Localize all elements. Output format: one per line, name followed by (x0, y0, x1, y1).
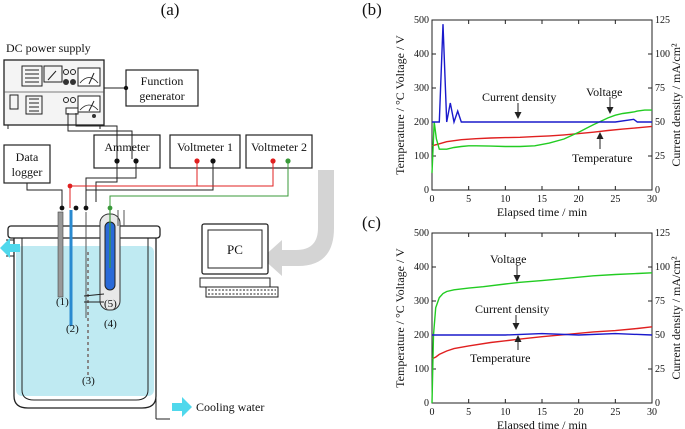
x-tick-label: 10 (500, 407, 510, 418)
data-flow-arrow (262, 170, 334, 276)
ammeter-label: Ammeter (104, 140, 149, 154)
y-left-tick-label: 400 (414, 262, 429, 273)
cooling-water-out-arrow (0, 238, 20, 258)
x-tick-label: 5 (466, 407, 471, 418)
y-left-tick-label: 0 (424, 398, 429, 409)
y-left-tick-label: 0 (424, 185, 429, 196)
x-tick-label: 10 (500, 194, 510, 205)
y-right-tick-label: 125 (655, 228, 670, 239)
x-tick-label: 25 (610, 194, 620, 205)
voltmeter-2-box (245, 134, 313, 169)
x-tick-label: 25 (610, 407, 620, 418)
y-right-tick-label: 0 (655, 185, 660, 196)
y-right-tick-label: 100 (655, 262, 670, 273)
y-left-tick-label: 100 (414, 151, 429, 162)
data-logger-label-line1: Data (16, 150, 39, 164)
x-tick-label: 5 (466, 194, 471, 205)
y-right-axis-label: Current density / mA/cm² (669, 43, 683, 167)
red-wires (69, 163, 274, 208)
data-logger-box (3, 144, 51, 184)
electrode-label-3: (3) (82, 375, 95, 387)
y-left-tick-label: 200 (414, 330, 429, 341)
series-current-density-line (432, 332, 653, 336)
cooling-water-in-arrow (172, 397, 192, 417)
black-wires (26, 113, 214, 210)
annotation-label: Voltage (490, 252, 526, 266)
electrode-label-1: (1) (56, 296, 69, 308)
data-logger-label-line2: logger (12, 165, 43, 179)
electrode-label-2: (2) (66, 323, 79, 335)
x-tick-label: 0 (430, 407, 435, 418)
y-right-axis-label: Current density / mA/cm² (669, 256, 683, 380)
cooling-water-label: Cooling water (196, 400, 264, 414)
function-generator-label-line1: Function (141, 74, 184, 88)
y-right-tick-label: 75 (655, 296, 665, 307)
x-tick-label: 15 (537, 194, 547, 205)
ammeter-box (93, 134, 161, 169)
dc-power-supply-label: DC power supply (6, 41, 91, 55)
annotation-label: Temperature (470, 351, 530, 365)
dc-power-supply (3, 59, 105, 129)
pc-label: PC (227, 242, 243, 257)
x-tick-label: 30 (647, 407, 657, 418)
y-right-tick-label: 100 (655, 49, 670, 60)
y-right-tick-label: 50 (655, 330, 665, 341)
y-left-axis-label: Temperature / °C Voltage / V (393, 248, 407, 388)
electrolytic-cell (6, 210, 170, 420)
y-left-tick-label: 100 (414, 364, 429, 375)
y-left-axis-label: Temperature / °C Voltage / V (393, 35, 407, 175)
electrode-label-5: (5) (104, 298, 117, 310)
y-left-tick-label: 500 (414, 15, 429, 26)
y-left-tick-label: 300 (414, 296, 429, 307)
panel-label-a: (a) (161, 0, 180, 19)
series-temperature-line (431, 326, 653, 360)
annotation-label: Current density (475, 302, 549, 316)
y-right-tick-label: 125 (655, 15, 670, 26)
electrode-label-4: (4) (104, 318, 117, 330)
voltmeter-1-box (169, 134, 241, 169)
x-tick-label: 15 (537, 407, 547, 418)
series-voltage-line (431, 109, 652, 174)
x-axis-label: Elapsed time / min (497, 205, 587, 219)
pc-icon (199, 223, 279, 298)
y-right-tick-label: 25 (655, 151, 665, 162)
x-tick-label: 0 (430, 194, 435, 205)
x-tick-label: 30 (647, 194, 657, 205)
voltmeter-2-label: Voltmeter 2 (251, 140, 307, 154)
function-generator-label-line2: generator (139, 89, 184, 103)
series-temperature-line (431, 125, 653, 147)
y-left-tick-label: 200 (414, 117, 429, 128)
y-left-tick-label: 500 (414, 228, 429, 239)
x-tick-label: 20 (574, 194, 584, 205)
y-right-tick-label: 75 (655, 83, 665, 94)
annotation-label: Temperature (572, 151, 632, 165)
y-right-tick-label: 50 (655, 117, 665, 128)
function-generator-box (125, 69, 199, 107)
y-left-tick-label: 400 (414, 49, 429, 60)
series-voltage-line (431, 272, 653, 404)
series-current-density-line (432, 24, 652, 125)
y-left-tick-label: 300 (414, 83, 429, 94)
green-wires (109, 163, 289, 210)
apparatus-diagram: (a) DC power supply (0, 0, 334, 420)
annotation-label: Current density (482, 90, 556, 104)
panel-label-b: (b) (362, 0, 382, 19)
x-axis-label: Elapsed time / min (497, 418, 587, 429)
voltmeter-1-label: Voltmeter 1 (177, 140, 233, 154)
plot-frame (431, 232, 653, 404)
panel-label-c: (c) (362, 213, 381, 232)
y-right-tick-label: 0 (655, 398, 660, 409)
x-tick-label: 20 (574, 407, 584, 418)
y-right-tick-label: 25 (655, 364, 665, 375)
annotation-label: Voltage (586, 85, 622, 99)
